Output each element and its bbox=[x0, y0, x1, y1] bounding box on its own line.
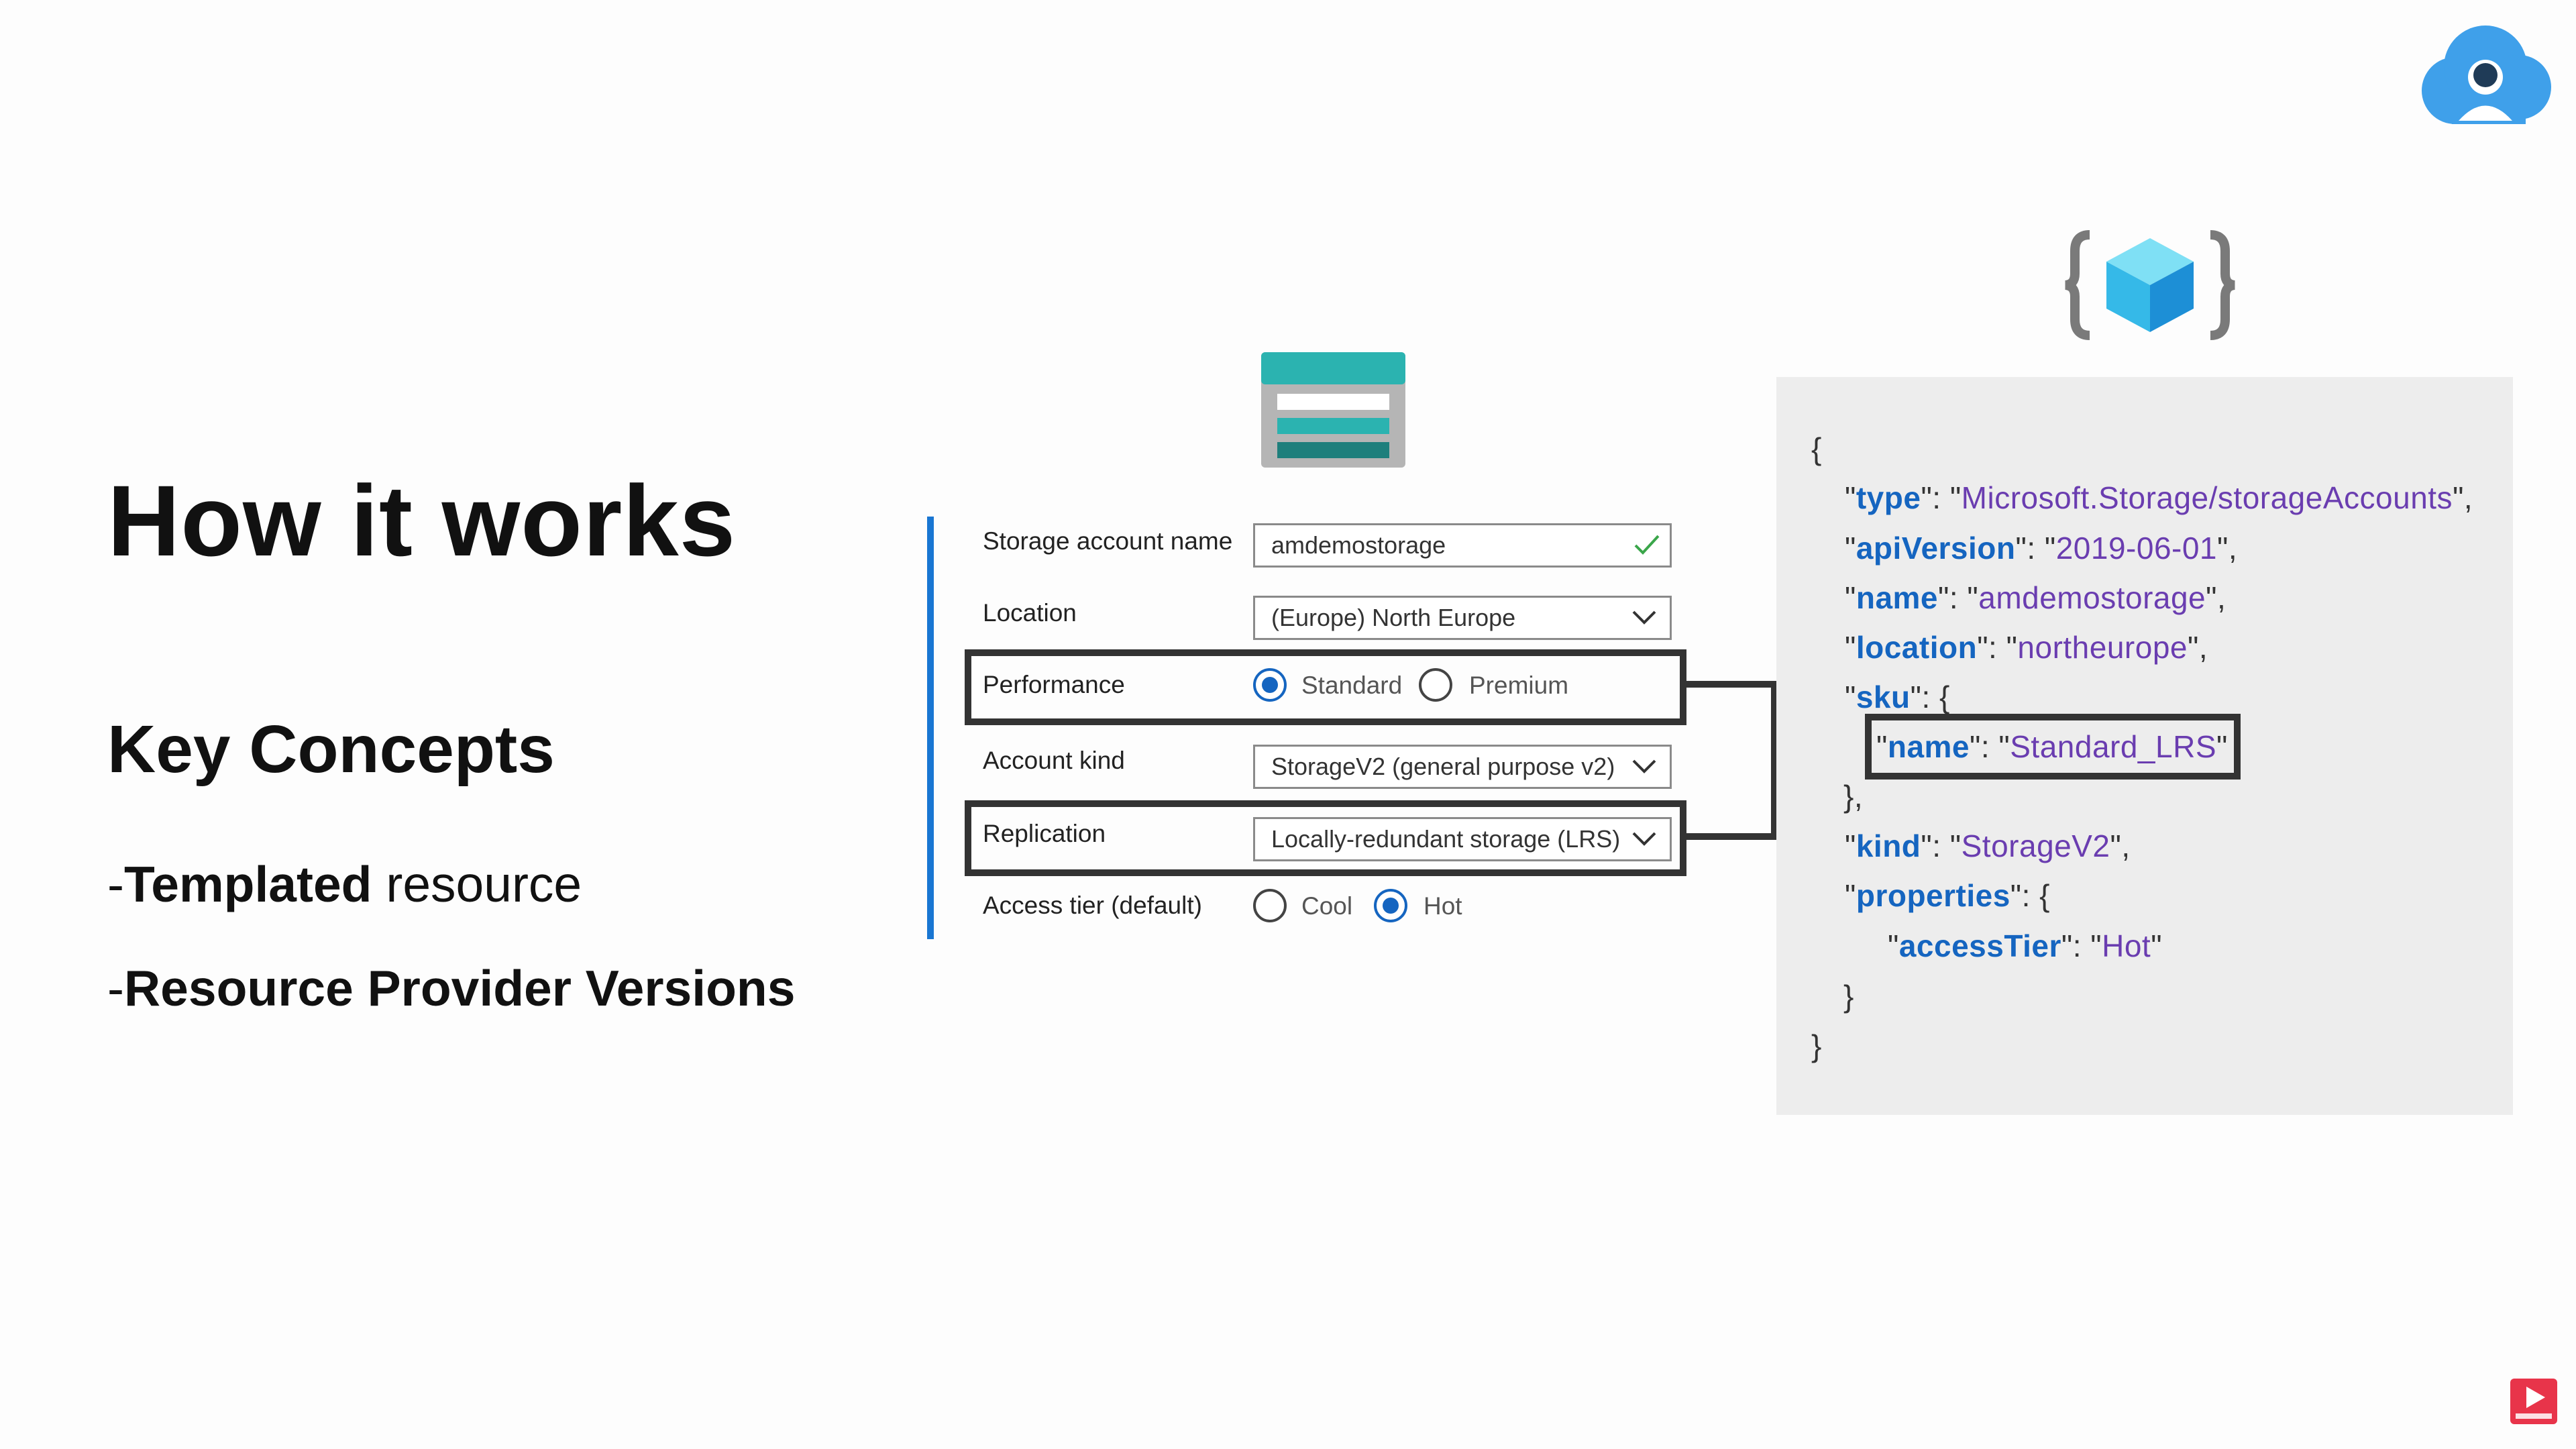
sku-name-highlight-box bbox=[1865, 714, 2241, 780]
storage-account-name-value: amdemostorage bbox=[1271, 531, 1446, 559]
connector-performance bbox=[1686, 681, 1778, 688]
json-key: type bbox=[1856, 480, 1921, 515]
access-tier-cool-label: Cool bbox=[1301, 892, 1353, 920]
access-tier-cool-radio[interactable] bbox=[1253, 889, 1287, 922]
json-key: apiVersion bbox=[1856, 531, 2016, 566]
json-properties-close: } bbox=[1843, 979, 1854, 1014]
json-key: properties bbox=[1856, 878, 2010, 913]
account-kind-value: StorageV2 (general purpose v2) bbox=[1271, 753, 1615, 780]
location-select[interactable]: (Europe) North Europe bbox=[1253, 596, 1672, 640]
connector-replication bbox=[1686, 833, 1778, 840]
json-open-brace: { bbox=[1811, 431, 1822, 466]
storage-account-icon bbox=[1261, 352, 1405, 468]
json-line-accesstier: "accessTier": "Hot" bbox=[1888, 928, 2163, 963]
json-string: StorageV2 bbox=[1961, 828, 2110, 863]
page-title: How it works bbox=[107, 464, 737, 577]
subscribe-icon[interactable] bbox=[2510, 1379, 2557, 1424]
performance-standard-label: Standard bbox=[1301, 672, 1403, 699]
chevron-down-icon bbox=[1632, 832, 1656, 846]
json-key: name bbox=[1856, 580, 1939, 615]
json-sku-close: }, bbox=[1843, 779, 1864, 814]
json-key: accessTier bbox=[1898, 928, 2061, 963]
json-string: Hot bbox=[2102, 928, 2151, 963]
replication-highlight-box bbox=[965, 800, 1686, 876]
access-tier-hot-radio[interactable] bbox=[1374, 889, 1407, 922]
json-key: kind bbox=[1856, 828, 1921, 863]
json-line-sku-name: "name": "Standard_LRS" bbox=[1876, 729, 2228, 764]
performance-label: Performance bbox=[983, 671, 1125, 698]
performance-highlight-box bbox=[965, 649, 1686, 725]
storage-account-name-input[interactable]: amdemostorage bbox=[1253, 523, 1672, 568]
json-line-type: "type": "Microsoft.Storage/storageAccoun… bbox=[1845, 480, 2473, 515]
json-line-properties: "properties": { bbox=[1845, 878, 2051, 913]
storage-account-name-label: Storage account name bbox=[983, 527, 1233, 555]
bullet-resource-provider-versions: -Resource Provider Versions bbox=[107, 959, 795, 1017]
location-value: (Europe) North Europe bbox=[1271, 604, 1516, 631]
json-string: Standard_LRS bbox=[2010, 729, 2216, 764]
performance-standard-radio[interactable] bbox=[1253, 668, 1287, 702]
bullet-templated-resource: -Templated resource bbox=[107, 855, 582, 913]
replication-select[interactable]: Locally-redundant storage (LRS) bbox=[1253, 817, 1672, 861]
json-string: Microsoft.Storage/storageAccounts bbox=[1961, 480, 2453, 515]
section-subtitle: Key Concepts bbox=[107, 712, 555, 787]
replication-label: Replication bbox=[983, 820, 1106, 847]
check-icon bbox=[1634, 535, 1660, 555]
performance-premium-radio[interactable] bbox=[1419, 668, 1452, 702]
access-tier-label: Access tier (default) bbox=[983, 892, 1202, 919]
performance-premium-label: Premium bbox=[1469, 672, 1569, 699]
json-string: 2019-06-01 bbox=[2055, 531, 2218, 566]
form-accent-bar bbox=[927, 517, 934, 939]
json-key: name bbox=[1887, 729, 1970, 764]
json-key: sku bbox=[1856, 680, 1911, 714]
json-line-sku: "sku": { bbox=[1845, 680, 1950, 714]
access-tier-hot-label: Hot bbox=[1424, 892, 1462, 920]
chevron-down-icon bbox=[1632, 759, 1656, 773]
json-line-name: "name": "amdemostorage", bbox=[1845, 580, 2226, 615]
arm-template-icon bbox=[2065, 230, 2235, 340]
chevron-down-icon bbox=[1632, 610, 1656, 625]
bullet-bold-text: Templated bbox=[123, 856, 372, 912]
json-line-kind: "kind": "StorageV2", bbox=[1845, 828, 2131, 863]
json-line-apiversion: "apiVersion": "2019-06-01", bbox=[1845, 531, 2238, 566]
bullet-rest-text: resource bbox=[372, 856, 582, 912]
json-key: location bbox=[1856, 630, 1978, 665]
bullet-bold-text: Resource Provider Versions bbox=[123, 960, 796, 1016]
json-close-brace: } bbox=[1811, 1028, 1822, 1063]
json-line-location: "location": "northeurope", bbox=[1845, 630, 2208, 665]
json-string: northeurope bbox=[2017, 630, 2188, 665]
account-kind-label: Account kind bbox=[983, 747, 1125, 774]
json-string: amdemostorage bbox=[1978, 580, 2206, 615]
location-label: Location bbox=[983, 599, 1077, 627]
json-code-panel bbox=[1776, 377, 2513, 1115]
replication-value: Locally-redundant storage (LRS) bbox=[1271, 825, 1621, 853]
bullet-dash: - bbox=[107, 856, 124, 912]
account-kind-select[interactable]: StorageV2 (general purpose v2) bbox=[1253, 745, 1672, 789]
connector-vertical bbox=[1771, 681, 1778, 840]
cloud-avatar-logo-icon bbox=[2422, 25, 2551, 124]
bullet-dash: - bbox=[107, 960, 124, 1016]
